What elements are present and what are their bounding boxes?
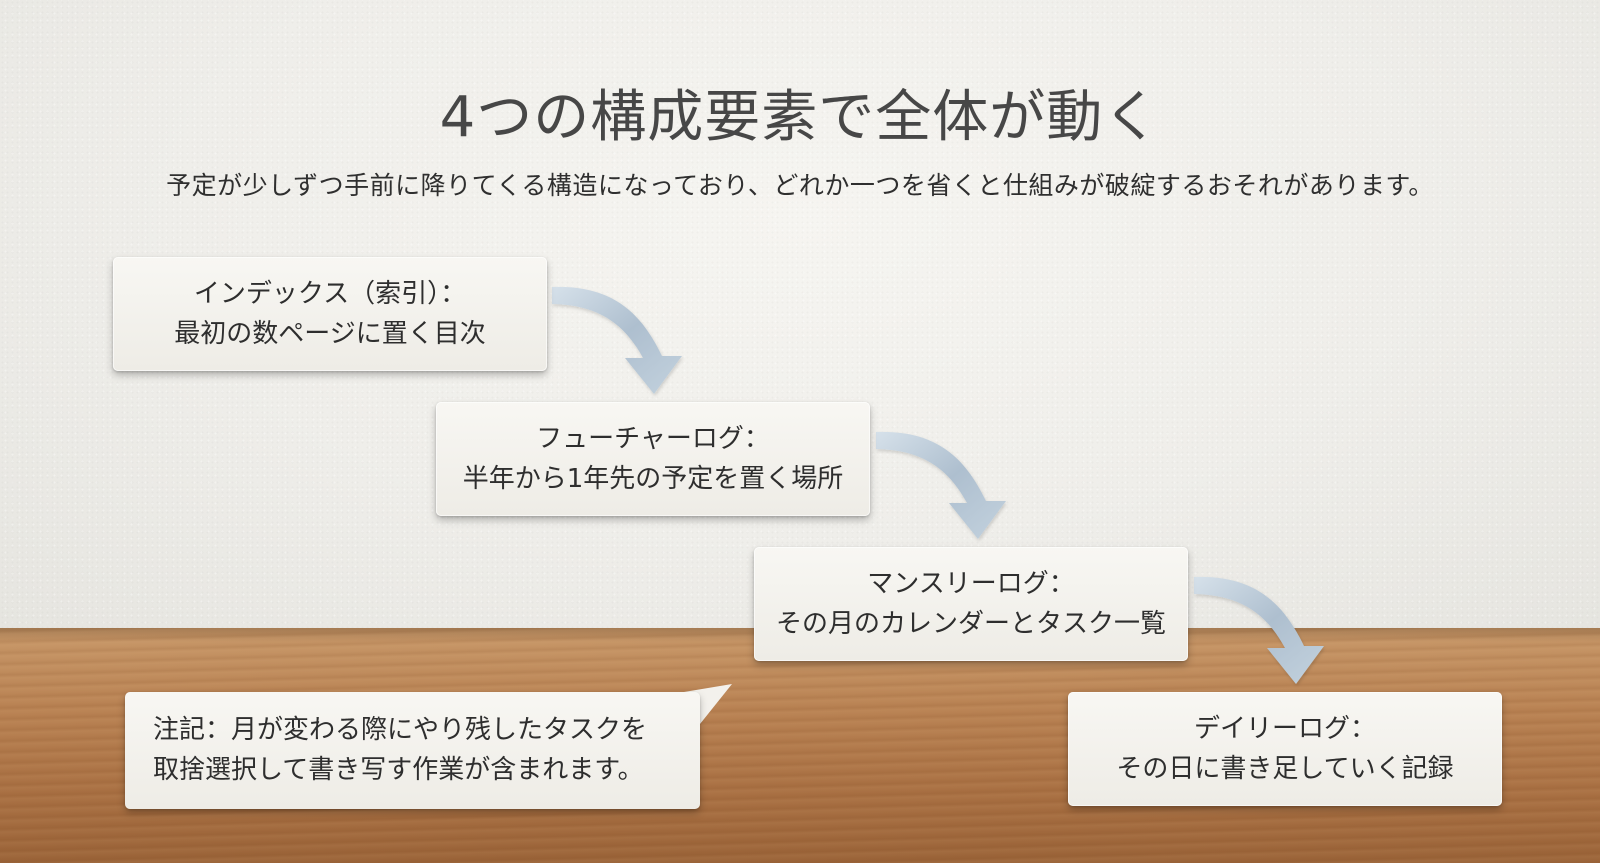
note-line: 取捨選択して書き写す作業が含まれます。 — [153, 755, 644, 785]
note-callout: 注記：月が変わる際にやり残したタスクを 取捨選択して書き写す作業が含まれます。 — [125, 692, 700, 809]
step-heading: インデックス（索引）： — [193, 279, 467, 309]
step-description: その月のカレンダーとタスク一覧 — [775, 609, 1166, 639]
step-description: その日に書き足していく記録 — [1116, 754, 1454, 784]
step-heading: デイリーログ： — [1193, 714, 1376, 744]
step-box-future-log: フューチャーログ： 半年から1年先の予定を置く場所 — [436, 402, 870, 516]
arrow-icon — [552, 286, 682, 394]
step-description: 半年から1年先の予定を置く場所 — [462, 464, 844, 494]
step-box-index: インデックス（索引）： 最初の数ページに置く目次 — [113, 257, 547, 371]
step-box-monthly-log: マンスリーログ： その月のカレンダーとタスク一覧 — [754, 547, 1188, 661]
arrow-icon — [876, 431, 1006, 539]
slide-subtitle: 予定が少しずつ手前に降りてくる構造になっており、どれか一つを省くと仕組みが破綻す… — [166, 171, 1434, 200]
step-heading: フューチャーログ： — [536, 424, 770, 454]
wall-background — [0, 0, 1600, 628]
step-description: 最初の数ページに置く目次 — [174, 319, 486, 349]
note-line: 注記：月が変わる際にやり残したタスクを — [153, 715, 648, 745]
step-box-daily-log: デイリーログ： その日に書き足していく記録 — [1068, 692, 1502, 806]
slide-title: 4つの構成要素で全体が動く — [439, 85, 1161, 150]
arrow-icon — [1194, 576, 1324, 684]
step-heading: マンスリーログ： — [867, 569, 1075, 599]
